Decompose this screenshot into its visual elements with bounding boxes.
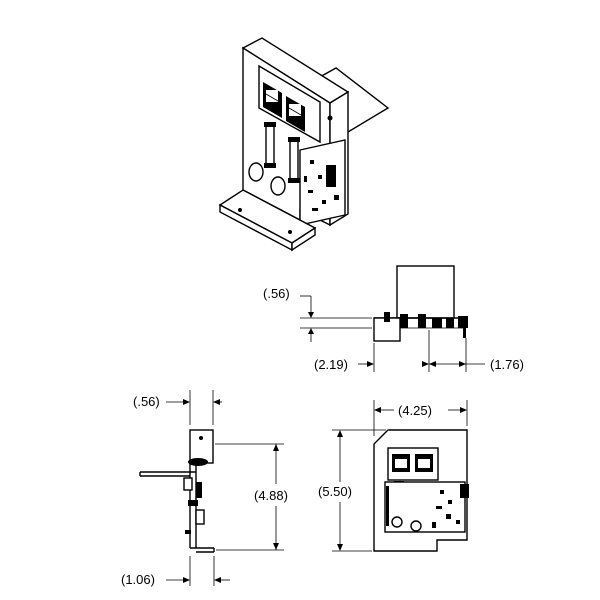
dim-top-right: (1.76)	[490, 357, 524, 372]
dim-front-width: (4.25)	[398, 403, 432, 418]
isometric-view	[218, 37, 390, 252]
iso-relay-left	[263, 82, 282, 118]
dim-side-depth: (1.06)	[121, 572, 155, 587]
front-board-parts	[386, 484, 469, 532]
side-view: (.56) (4.88) (1.06)	[121, 390, 288, 587]
front-view: (4.25) (5.50)	[318, 400, 469, 552]
dim-side-thickness: (.56)	[133, 394, 160, 409]
iso-board-parts	[304, 160, 339, 211]
top-view: (.56) (2.19) (1.76)	[263, 265, 524, 372]
dim-side-height: (4.88)	[254, 488, 288, 503]
dim-top-left: (2.19)	[314, 357, 348, 372]
dim-front-height: (5.50)	[318, 484, 352, 499]
iso-relay-right	[286, 96, 305, 132]
iso-fuses	[264, 122, 300, 183]
dim-top-thickness: (.56)	[263, 286, 290, 301]
side-view-components	[183, 458, 208, 534]
front-relays	[392, 454, 433, 472]
top-view-components	[384, 312, 468, 338]
